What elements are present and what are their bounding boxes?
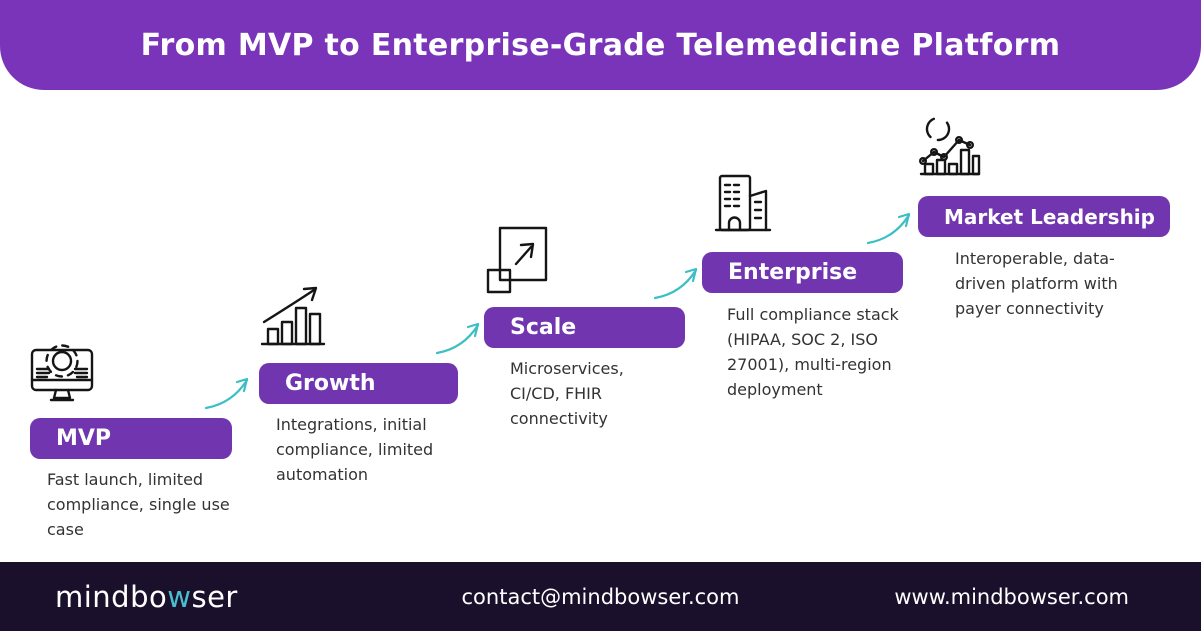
stage-label-enterprise: Enterprise [728, 260, 858, 285]
analytics-icon [917, 114, 985, 182]
building-icon [708, 172, 774, 236]
arrow-mvp-to-growth-icon [203, 370, 255, 416]
contact-email: contact@mindbowser.com [461, 584, 740, 609]
website-url: www.mindbowser.com [894, 584, 1129, 609]
stage-banner-market-leadership: Market Leadership [918, 196, 1170, 237]
expand-icon [486, 224, 552, 298]
monitor-gear-icon [28, 336, 98, 408]
stage-banner-scale: Scale [484, 307, 685, 348]
arrow-scale-to-enterprise-icon [652, 260, 704, 306]
stage-desc-enterprise: Full compliance stack (HIPAA, SOC 2, ISO… [727, 305, 899, 399]
arrow-growth-to-scale-icon [434, 315, 486, 361]
header-banner: From MVP to Enterprise-Grade Telemedicin… [0, 0, 1201, 90]
stage-banner-enterprise: Enterprise [702, 252, 903, 293]
mindbowser-logo: mindbowser [55, 580, 238, 614]
page-title: From MVP to Enterprise-Grade Telemedicin… [140, 27, 1061, 63]
arrow-enterprise-to-market-icon [865, 205, 917, 251]
footer-bar: mindbowser contact@mindbowser.com www.mi… [0, 562, 1201, 631]
stage-label-mvp: MVP [56, 426, 112, 451]
stage-label-growth: Growth [285, 371, 376, 396]
growth-chart-icon [260, 282, 332, 348]
stage-banner-mvp: MVP [30, 418, 232, 459]
stage-label-market-leadership: Market Leadership [944, 204, 1155, 229]
stage-label-scale: Scale [510, 315, 577, 340]
stage-desc-mvp: Fast launch, limited compliance, single … [47, 470, 230, 539]
logo-text-prefix: mindbo [55, 579, 168, 614]
stage-desc-growth: Integrations, initial compliance, limite… [276, 415, 434, 484]
logo-text-suffix: ser [191, 579, 238, 614]
stage-desc-scale: Microservices, CI/CD, FHIR connectivity [510, 359, 624, 428]
logo-accent-w: w [167, 579, 192, 614]
stage-banner-growth: Growth [259, 363, 458, 404]
stage-desc-market-leadership: Interoperable, data-driven platform with… [955, 249, 1118, 318]
